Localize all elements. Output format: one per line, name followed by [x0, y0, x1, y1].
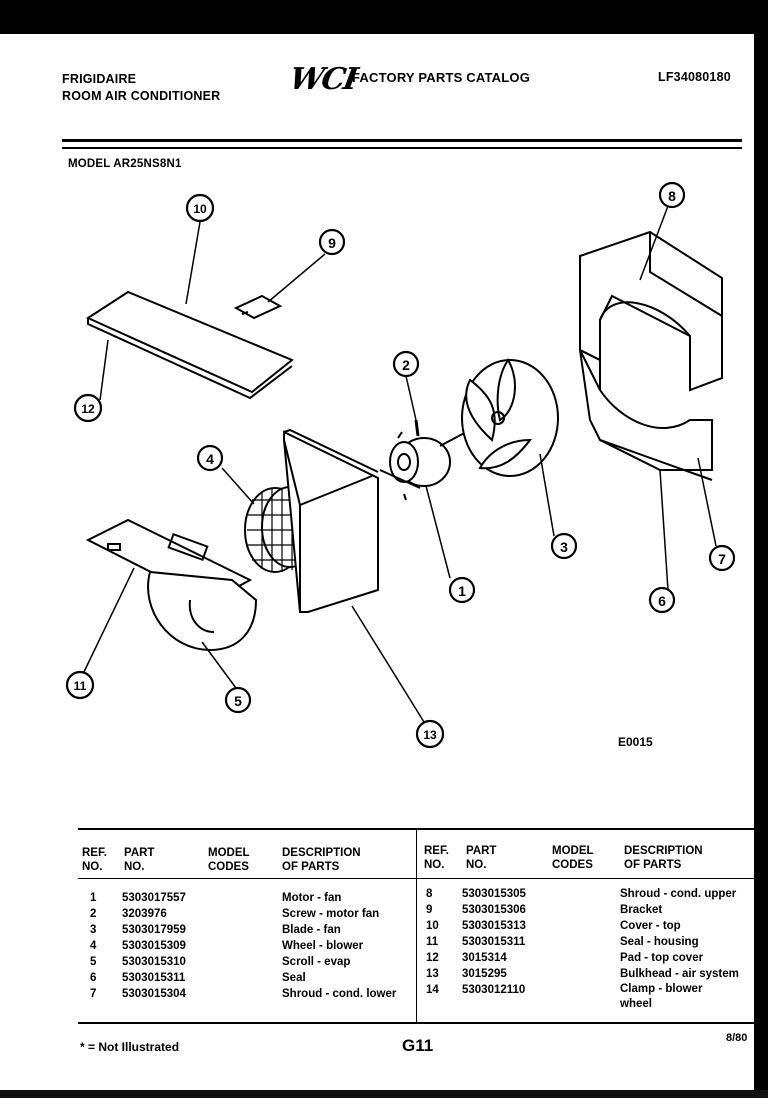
callout-6: [648, 586, 676, 614]
header-ref: REF.NO.: [82, 847, 107, 873]
callout-7: [708, 544, 736, 572]
callout-label-2: 2: [402, 357, 410, 373]
table-row: 2: [90, 908, 97, 920]
page-number: G11: [402, 1036, 434, 1055]
callout-label-13: 13: [423, 728, 437, 742]
desc-column-right: Shroud - cond. upper Bracket Cover - top…: [620, 888, 739, 1010]
table-row: 3: [90, 924, 97, 936]
callout-10: [185, 193, 215, 223]
catalog-title: FACTORY PARTS CATALOG: [352, 70, 531, 85]
callout-label-9: 9: [328, 235, 336, 251]
exploded-parts-diagram: 1 2 3 4 5 6 7 8 9 10 11 12 13 E0015: [65, 181, 736, 749]
callout-12: [73, 393, 103, 423]
header-ref-right: REF.NO.: [424, 845, 449, 871]
callout-label-4: 4: [206, 451, 214, 467]
callout-label-11: 11: [74, 679, 87, 693]
callout-13: [415, 719, 445, 749]
callout-9: [318, 228, 346, 256]
table-row: 4: [90, 940, 97, 952]
bottom-border: [0, 1090, 768, 1098]
part-column: 5303017557 3203976 5303017959 5303015309…: [122, 892, 186, 1000]
screw-part: [414, 419, 420, 437]
table-rule-bottom: [78, 1022, 756, 1024]
callout-2: [392, 350, 420, 378]
scroll-evap-part: [147, 570, 258, 652]
top-cover-part: [85, 290, 294, 394]
model-number: MODEL AR25NS8N1: [68, 158, 182, 170]
part-column-right: 5303015305 5303015306 5303015313 5303015…: [462, 888, 526, 996]
callout-label-10: 10: [193, 202, 207, 216]
callout-label-8: 8: [668, 188, 676, 204]
callout-label-6: 6: [658, 593, 666, 609]
callout-5: [224, 686, 252, 714]
top-border: [0, 0, 768, 34]
callout-1: [448, 576, 476, 604]
callout-label-3: 3: [560, 539, 568, 555]
product-name: ROOM AIR CONDITIONER: [62, 89, 221, 103]
callout-label-5: 5: [234, 693, 242, 709]
diagram-code: E0015: [618, 735, 653, 749]
callout-label-1: 1: [458, 583, 466, 599]
ref-column: 1 2 3 4 5 6 7: [90, 890, 96, 1002]
callout-8: [658, 181, 686, 209]
catalog-number: LF34080180: [658, 70, 731, 84]
table-row: 5: [90, 956, 97, 968]
callout-4: [196, 444, 224, 472]
callout-3: [550, 532, 578, 560]
table-row: 6: [90, 972, 97, 984]
header-rule-bottom: [62, 147, 742, 149]
catalog-date: 8/80: [726, 1032, 748, 1044]
callout-label-7: 7: [718, 551, 726, 567]
desc-column: Motor - fan Screw - motor fan Blade - fa…: [282, 892, 397, 1000]
table-rule-header: [78, 878, 756, 879]
fan-motor-part: [379, 429, 471, 501]
lower-shroud-part: [579, 349, 713, 481]
callout-label-12: 12: [81, 402, 95, 416]
not-illustrated-note: * = Not Illustrated: [80, 1040, 180, 1054]
table-divider: [416, 830, 417, 1022]
table-rule-top: [78, 828, 756, 830]
callout-11: [65, 670, 95, 700]
header-rule-top: [62, 139, 742, 142]
table-row: 1: [90, 892, 97, 904]
brand-name: FRIGIDAIRE: [62, 72, 137, 86]
right-border: [754, 0, 768, 1098]
upper-shroud-part: [579, 230, 723, 392]
table-row: 7: [90, 988, 97, 1000]
ref-column-right: 8 9 10 11 12 13 14: [426, 888, 439, 996]
fan-blade-part: [461, 358, 559, 477]
bulkhead-part: [283, 428, 379, 613]
